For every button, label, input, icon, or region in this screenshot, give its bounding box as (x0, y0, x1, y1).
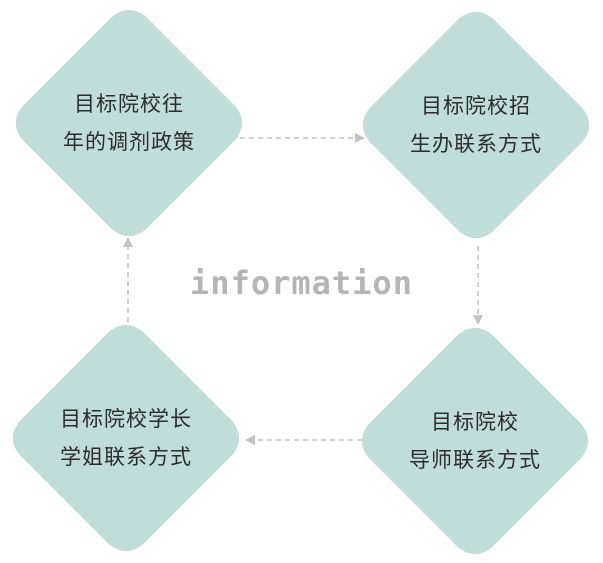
node-label-line-2: 学姐联系方式 (60, 445, 192, 469)
node-top-right: 目标院校招 生办联系方式 (363, 12, 589, 238)
node-top-left: 目标院校往 年的调剂政策 (16, 10, 242, 236)
node-label-line-1: 目标院校学长 (60, 407, 192, 431)
diamond-shape (13, 325, 239, 551)
node-label: 目标院校学长 学姐联系方式 (41, 325, 211, 551)
diamond-shape (362, 328, 588, 554)
node-label-line-2: 导师联系方式 (409, 448, 541, 472)
node-label-line-1: 目标院校招 (421, 94, 531, 118)
node-label-line-2: 生办联系方式 (410, 132, 542, 156)
node-label: 目标院校往 年的调剂政策 (44, 10, 214, 236)
node-label-line-2: 年的调剂政策 (63, 130, 195, 154)
center-label: information (190, 264, 413, 302)
node-label-line-1: 目标院校 (431, 410, 519, 434)
node-bottom-left: 目标院校学长 学姐联系方式 (13, 325, 239, 551)
node-bottom-right: 目标院校 导师联系方式 (362, 328, 588, 554)
diamond-shape (363, 12, 589, 238)
node-label: 目标院校 导师联系方式 (390, 328, 560, 554)
diamond-shape (16, 10, 242, 236)
node-label: 目标院校招 生办联系方式 (391, 12, 561, 238)
node-label-line-1: 目标院校往 (74, 92, 184, 116)
